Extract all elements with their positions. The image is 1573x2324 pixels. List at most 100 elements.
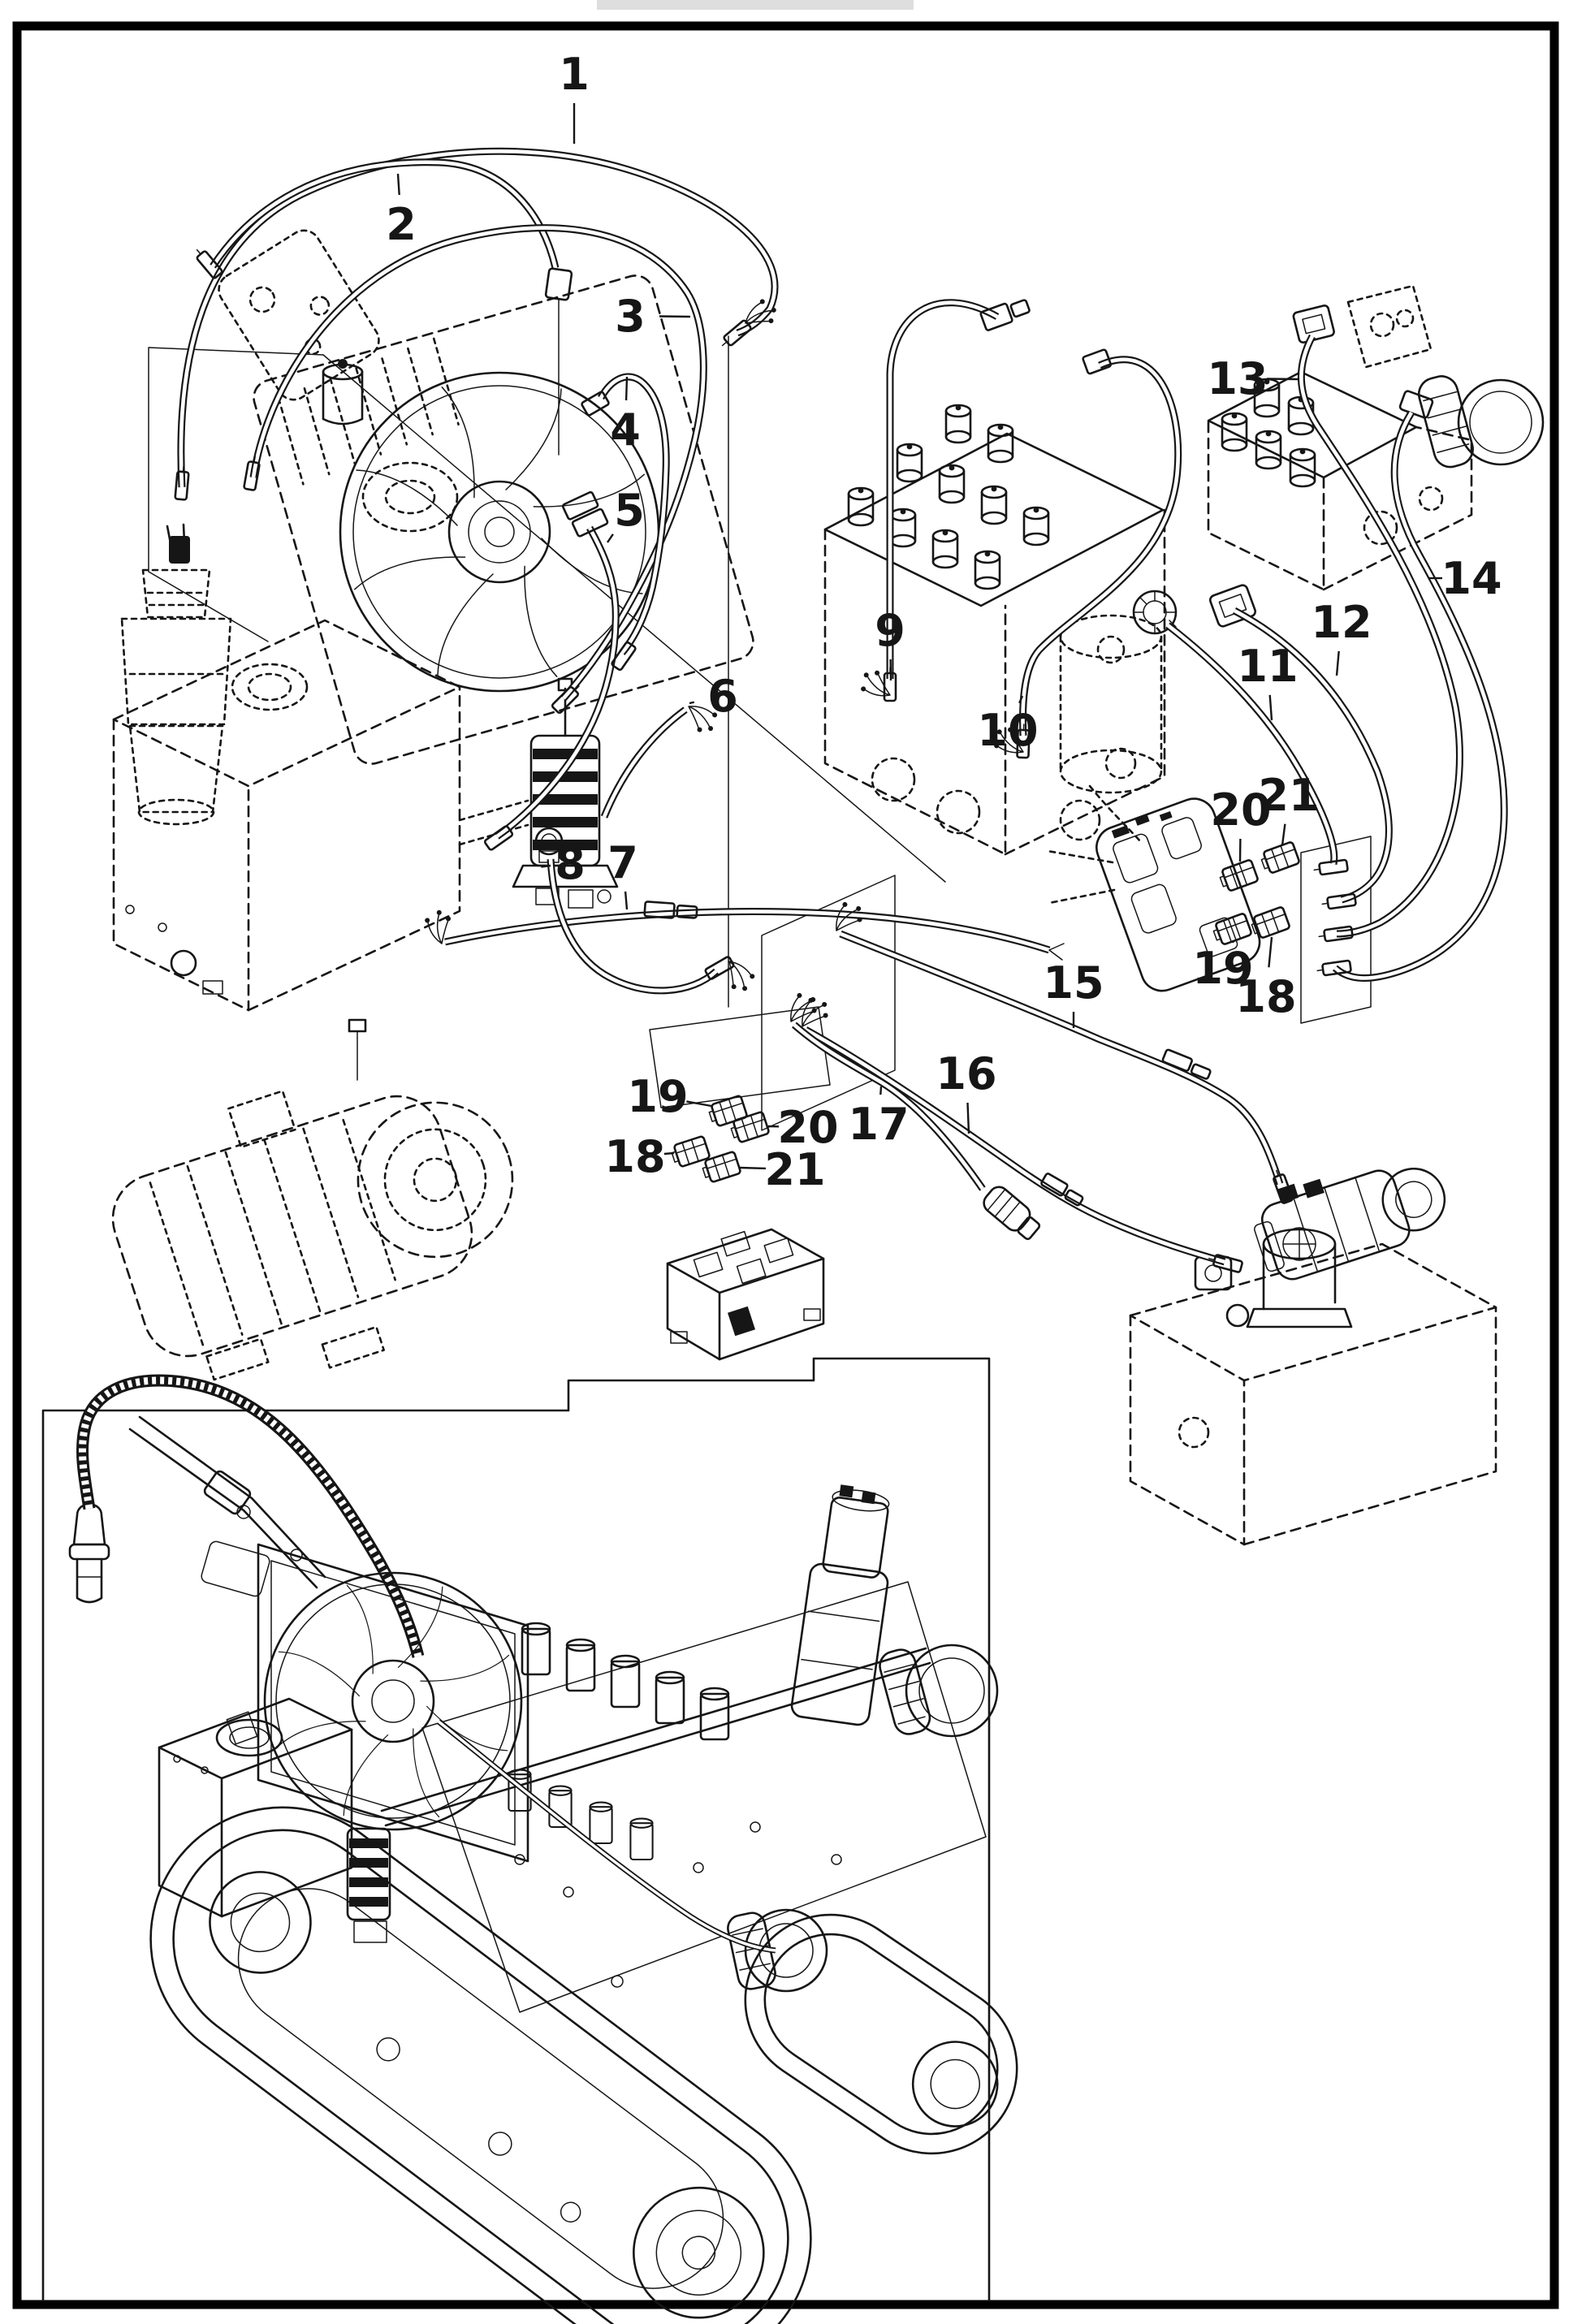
projection-lines: [148, 335, 1372, 1131]
machine-pump-tower: [790, 1484, 890, 1726]
cable-7: [445, 912, 1049, 950]
callout-number: 21: [1258, 770, 1319, 821]
callout-leader: [624, 376, 629, 401]
callout-number: 6: [707, 671, 738, 722]
callout-number: 15: [1043, 957, 1104, 1009]
callout-number: 20: [777, 1102, 838, 1153]
electric-motor: [111, 1018, 514, 1381]
machine-plug: [68, 1503, 110, 1604]
exploded-harness-view: [111, 151, 1545, 1546]
connector-17-plug: [983, 1186, 1041, 1241]
callout-19-block: 19: [627, 1071, 712, 1122]
callout-number: 18: [604, 1131, 665, 1182]
callout-number: 19: [627, 1071, 688, 1122]
callout-17: 17: [848, 1086, 910, 1150]
connector-group-block: [666, 1094, 825, 1361]
callout-leader: [624, 891, 629, 910]
cable-5: [497, 528, 616, 836]
callout-number: 7: [607, 837, 638, 888]
mount-bracket: [218, 229, 380, 401]
callout-leader: [966, 1102, 970, 1134]
callout-6: 6: [689, 671, 738, 722]
left-track: [149, 1806, 812, 2324]
right-track: [744, 1913, 1018, 2155]
callout-number: 14: [1441, 553, 1502, 604]
small-valve: [322, 359, 459, 533]
cable-10: [1023, 360, 1178, 736]
callout-8: 8: [541, 838, 586, 889]
callout-16: 16: [936, 1048, 997, 1134]
accumulator-canister: [1059, 614, 1163, 843]
callout-leader: [686, 1100, 712, 1108]
callout-leader: [1268, 694, 1273, 721]
callout-15: 15: [1043, 957, 1104, 1028]
callout-13: 13: [1207, 353, 1299, 404]
callout-number: 9: [875, 605, 905, 656]
callout-number: 21: [764, 1144, 825, 1195]
radiator-housing: [253, 274, 754, 765]
callout-leader: [1268, 936, 1273, 968]
machine-overview: [41, 1357, 1018, 2324]
remote-plug: [120, 523, 232, 826]
callout-21-panel: 21: [1258, 770, 1320, 846]
callout-5: 5: [607, 485, 645, 543]
small-motor: [1254, 1167, 1446, 1281]
callout-20-panel: 20: [1210, 784, 1272, 862]
callout-leader: [689, 701, 695, 705]
callout-leader: [1266, 378, 1299, 381]
callout-number: 13: [1207, 353, 1268, 404]
callout-leader: [879, 1086, 883, 1095]
callout-1: 1: [559, 49, 590, 144]
callout-leader: [1231, 940, 1235, 944]
callout-number: 3: [615, 291, 646, 342]
callout-number: 16: [936, 1048, 996, 1099]
callout-leader: [607, 533, 614, 543]
machine-filter: [346, 1827, 391, 1943]
cable-end-fittings: [174, 244, 1358, 1274]
callout-leader: [541, 864, 551, 868]
inset-panel-border: [41, 1357, 991, 2302]
callout-number: 2: [386, 199, 417, 250]
callout-number: 5: [614, 485, 645, 536]
cable-6: [604, 710, 685, 817]
callout-number: 4: [610, 404, 641, 456]
callout-7: 7: [607, 837, 638, 910]
callout-3: 3: [615, 291, 691, 342]
callout-18-panel: 18: [1235, 936, 1297, 1022]
connector-8-round: [534, 827, 564, 863]
callout-leader: [1281, 823, 1286, 846]
callout-18-block: 18: [604, 1131, 675, 1182]
callout-20-block: 20: [767, 1102, 839, 1153]
oil-tank: [112, 619, 529, 1012]
callout-number: 19: [1192, 943, 1253, 994]
callout-leader: [396, 173, 400, 196]
callout-9: 9: [875, 605, 905, 681]
callout-19-panel: 19: [1192, 940, 1254, 994]
callout-11: 11: [1237, 641, 1299, 721]
connector-group-panel: [1210, 840, 1301, 948]
callout-number: 1: [559, 49, 590, 100]
callout-14: 14: [1429, 553, 1502, 604]
plug-holder-arm: [128, 1415, 326, 1589]
scan-artifact-strip: [597, 0, 914, 10]
callout-leader: [1335, 650, 1340, 676]
callout-number: 12: [1311, 597, 1372, 648]
connector-11-round: [1132, 590, 1178, 635]
callout-12: 12: [1311, 597, 1372, 676]
callout-number: 17: [848, 1099, 909, 1150]
headlight: [1398, 375, 1545, 469]
machine-rear-lamp: [727, 1908, 828, 1993]
main-valve-block: [823, 404, 1166, 856]
callout-21-block: 21: [739, 1144, 826, 1195]
callout-number: 8: [555, 838, 586, 889]
callout-10: 10: [977, 695, 1039, 756]
callout-leader: [1018, 695, 1024, 704]
panel-dashed-links: [1046, 849, 1116, 905]
fuel-tank: [1129, 1227, 1497, 1546]
filter-cartridge: [512, 677, 619, 909]
machine-valve-stacks: [508, 1622, 730, 1861]
callout-number: 11: [1237, 641, 1298, 692]
callout-2: 2: [386, 173, 417, 250]
